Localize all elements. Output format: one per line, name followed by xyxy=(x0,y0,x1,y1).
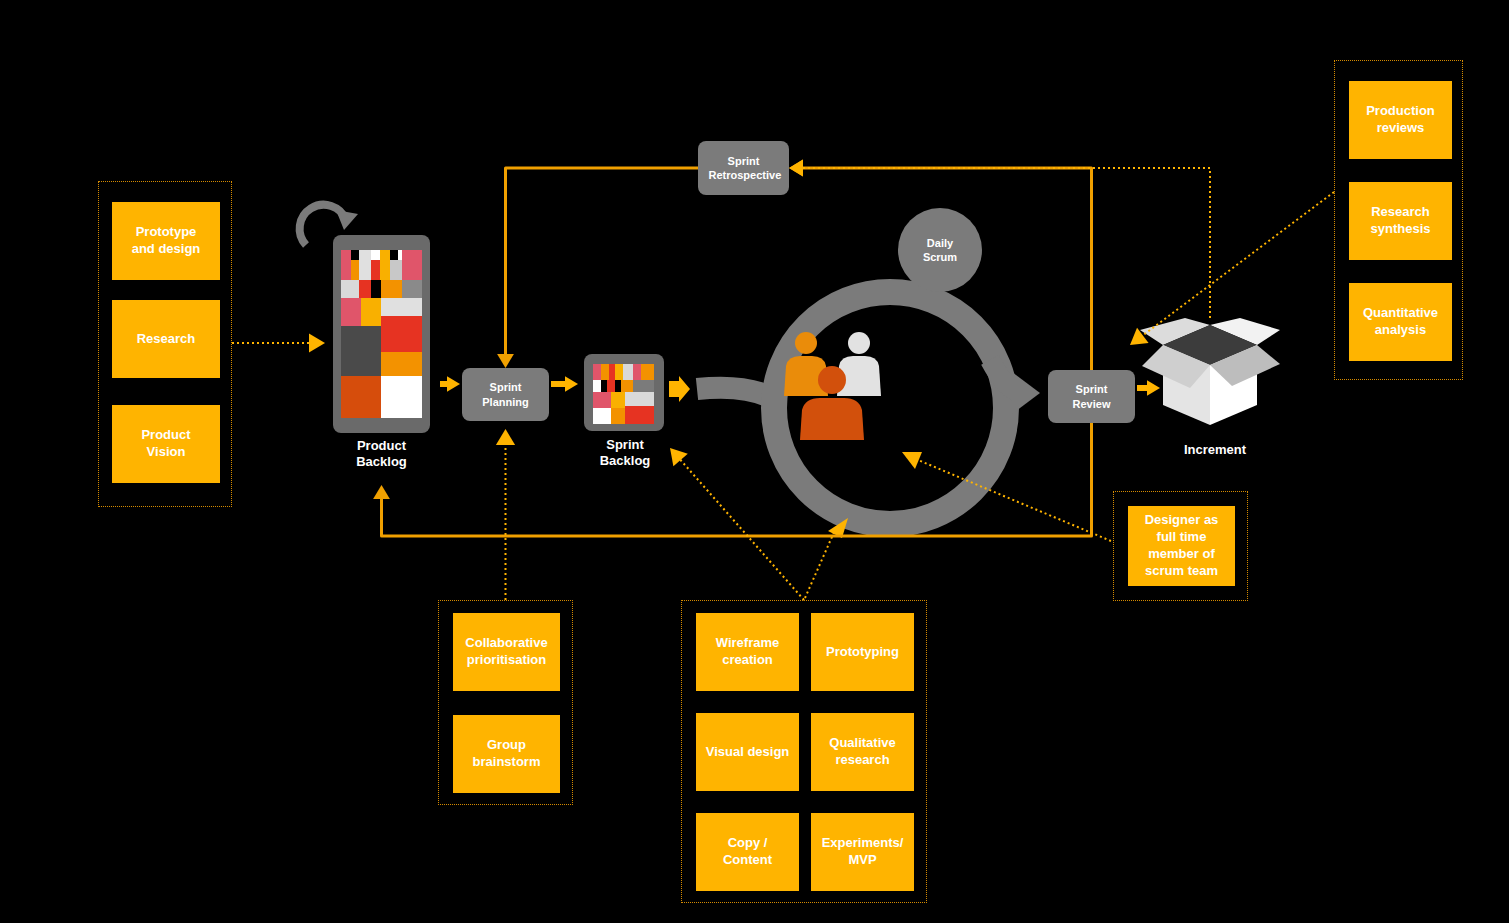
node-label: Sprint Review xyxy=(1057,382,1127,411)
arrowhead xyxy=(565,376,578,392)
dotted-connector xyxy=(232,333,325,352)
arrowhead xyxy=(447,376,460,392)
group-frame: Production reviewsResearch synthesisQuan… xyxy=(1334,60,1463,380)
flow-connector xyxy=(373,423,1091,536)
arrowhead xyxy=(496,429,515,445)
node-label: Prototype and design xyxy=(123,224,209,258)
leader-arrowhead xyxy=(902,452,922,469)
activity-box: Copy / Content xyxy=(696,813,799,891)
group-frame: Designer as full time member of scrum te… xyxy=(1113,491,1248,601)
node-label: Product Backlog xyxy=(346,438,418,471)
dotted-connector xyxy=(789,160,1210,318)
ring-inflow xyxy=(697,388,772,398)
sprint-ring xyxy=(774,292,1006,524)
activity-box: Product Vision xyxy=(112,405,220,483)
connector-line xyxy=(232,342,311,344)
event-circle: Daily Scrum xyxy=(898,208,982,292)
connector-line xyxy=(679,459,804,600)
activity-box: Experiments/ MVP xyxy=(811,813,914,891)
arrowhead xyxy=(497,354,514,368)
activity-box: Designer as full time member of scrum te… xyxy=(1128,506,1235,586)
flow-connector xyxy=(1137,380,1160,396)
node-label: Research synthesis xyxy=(1358,204,1444,238)
group-frame: Collaborative prioritisationGroup brains… xyxy=(438,600,573,805)
node-label: Copy / Content xyxy=(705,835,791,869)
node-label: Prototyping xyxy=(826,644,899,661)
leader-line xyxy=(918,460,1111,541)
artifact-icon: Increment xyxy=(1160,318,1270,463)
activity-box: Research synthesis xyxy=(1349,182,1452,260)
node-label: Product Vision xyxy=(123,427,209,461)
dotted-connector xyxy=(1130,192,1334,345)
node-label: Visual design xyxy=(706,744,790,761)
node-label: Quantitative analysis xyxy=(1358,305,1444,339)
flow-connector xyxy=(551,376,578,392)
ring-outflow-head xyxy=(1012,372,1040,414)
arrowhead xyxy=(373,485,390,499)
arrowhead xyxy=(789,160,803,177)
team-figures xyxy=(784,332,881,440)
flow-connector xyxy=(497,168,698,368)
activity-box: Collaborative prioritisation xyxy=(453,613,560,691)
node-label: Sprint Retrospective xyxy=(709,154,779,183)
dotted-connector xyxy=(496,429,515,600)
cycle-arrowhead xyxy=(336,210,358,230)
node-label: Designer as full time member of scrum te… xyxy=(1139,512,1225,580)
node-label: Experiments/ MVP xyxy=(820,835,906,869)
flow-arrow xyxy=(669,376,690,402)
activity-box: Wireframe creation xyxy=(696,613,799,691)
activity-box: Visual design xyxy=(696,713,799,791)
event-box: Sprint Review xyxy=(1048,370,1135,423)
connector-line xyxy=(1141,192,1334,337)
artifact-icon: Sprint Backlog xyxy=(580,354,670,474)
connector-line xyxy=(506,168,699,356)
artifact-icon: Product Backlog xyxy=(325,235,438,475)
sprint-backlog-icon xyxy=(584,354,664,431)
activity-box: Research xyxy=(112,300,220,378)
arrowhead xyxy=(670,448,688,466)
leader-line xyxy=(805,530,835,598)
dotted-connector xyxy=(670,448,804,600)
arrowhead xyxy=(789,160,803,177)
arrowhead xyxy=(1130,328,1149,345)
node-label: Research xyxy=(137,331,196,348)
flow-connector xyxy=(440,376,460,392)
node-label: Sprint Backlog xyxy=(589,437,661,470)
node-label: Daily Scrum xyxy=(915,236,965,265)
group-frame: Prototype and designResearchProduct Visi… xyxy=(98,181,232,507)
activity-box: Prototype and design xyxy=(112,202,220,280)
activity-box: Production reviews xyxy=(1349,81,1452,159)
group-frame: Wireframe creation PrototypingVisual desi… xyxy=(681,600,927,903)
activity-box: Quantitative analysis xyxy=(1349,283,1452,361)
activity-box: Prototyping xyxy=(811,613,914,691)
node-label: Qualitative research xyxy=(820,735,906,769)
connector-line xyxy=(801,168,1092,370)
connector-line xyxy=(382,423,1092,536)
node-label: Sprint Planning xyxy=(471,380,541,409)
activity-box: Qualitative research xyxy=(811,713,914,791)
arrowhead xyxy=(1147,380,1160,396)
node-label: Collaborative prioritisation xyxy=(464,635,550,669)
arrowhead xyxy=(309,333,325,352)
node-label: Increment xyxy=(1184,442,1246,459)
node-label: Production reviews xyxy=(1358,103,1444,137)
backlog-icon xyxy=(333,235,430,433)
connector-line xyxy=(801,168,1210,318)
flow-connector xyxy=(789,160,1092,370)
connector-line xyxy=(551,381,567,387)
event-box: Sprint Retrospective xyxy=(698,141,789,195)
activity-box: Group brainstorm xyxy=(453,715,560,793)
node-label: Wireframe creation xyxy=(705,635,791,669)
increment-box xyxy=(1140,318,1280,425)
event-box: Sprint Planning xyxy=(462,368,549,421)
node-label: Group brainstorm xyxy=(464,737,550,771)
connector-line xyxy=(505,443,507,600)
